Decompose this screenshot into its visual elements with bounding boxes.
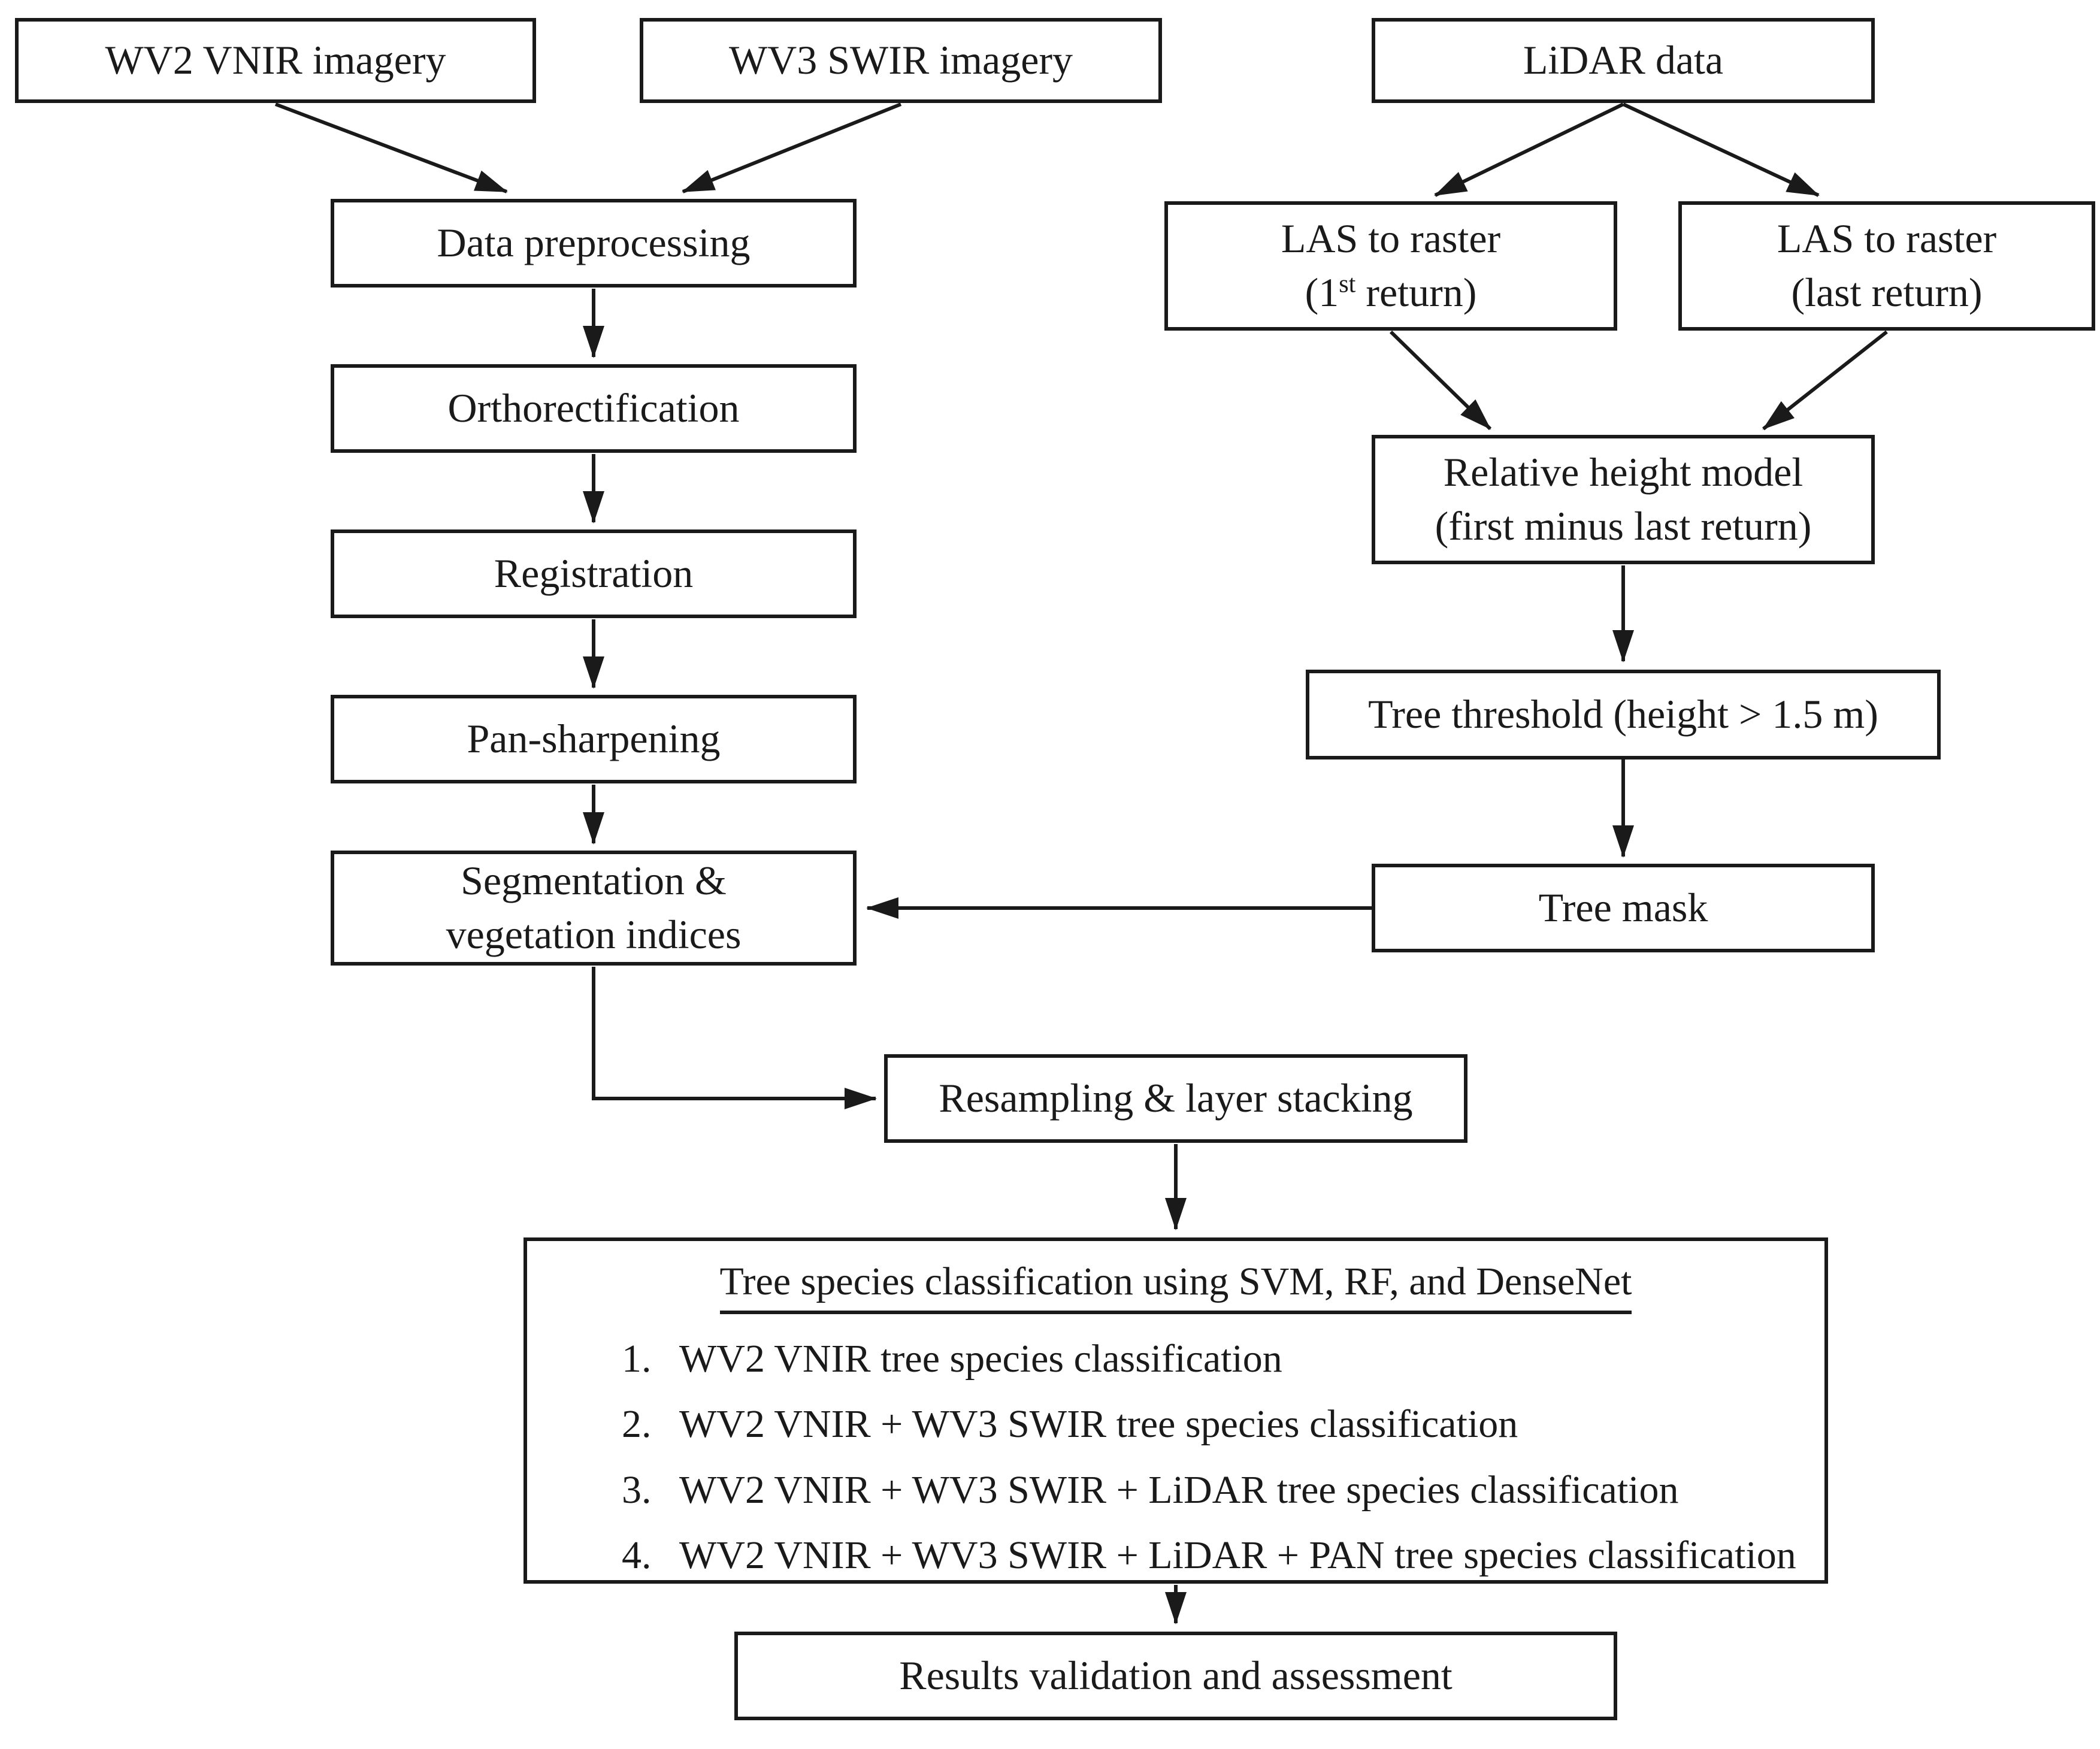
node-label: Segmentation & vegetation indices xyxy=(446,854,742,962)
node-label: Orthorectification xyxy=(447,385,740,431)
node-las-to-raster-last-return: LAS to raster (last return) xyxy=(1678,201,2095,331)
node-label: LAS to raster (last return) xyxy=(1777,212,1996,320)
arrow-las-last-to-relative-height xyxy=(1762,330,1888,431)
node-label: Results validation and assessment xyxy=(899,1653,1453,1699)
node-label: LiDAR data xyxy=(1523,37,1724,83)
node-data-preprocessing: Data preprocessing xyxy=(331,199,857,288)
node-label: Tree threshold (height > 1.5 m) xyxy=(1368,691,1878,737)
node-lidar-data: LiDAR data xyxy=(1372,18,1875,103)
item-text: WV2 VNIR + WV3 SWIR tree species classif… xyxy=(679,1402,1518,1447)
node-label-line2: (last return) xyxy=(1791,270,1983,315)
classification-item: 2. WV2 VNIR + WV3 SWIR tree species class… xyxy=(527,1403,1824,1445)
node-label-line2: (1st return) xyxy=(1305,270,1477,315)
node-label-line1: LAS to raster xyxy=(1777,216,1997,262)
arrow-lidar-to-las-first xyxy=(1434,102,1624,197)
node-resampling-layer-stacking: Resampling & layer stacking xyxy=(884,1054,1467,1143)
node-segmentation-vegetation-indices: Segmentation & vegetation indices xyxy=(331,851,857,966)
node-registration: Registration xyxy=(331,529,857,618)
node-tree-threshold: Tree threshold (height > 1.5 m) xyxy=(1306,670,1941,759)
item-text: WV2 VNIR + WV3 SWIR + LiDAR + PAN tree s… xyxy=(679,1533,1796,1577)
node-label-line2: vegetation indices xyxy=(446,912,742,957)
node-results-validation: Results validation and assessment xyxy=(734,1632,1617,1720)
classification-title-row: Tree species classification using SVM, R… xyxy=(527,1259,1824,1314)
arrow-segmentation-to-resampling xyxy=(592,967,877,1109)
classification-item: 4. WV2 VNIR + WV3 SWIR + LiDAR + PAN tree… xyxy=(527,1535,1824,1576)
item-number: 3. xyxy=(622,1467,652,1512)
node-orthorectification: Orthorectification xyxy=(331,364,857,453)
node-label: WV2 VNIR imagery xyxy=(105,37,446,83)
node-tree-species-classification: Tree species classification using SVM, R… xyxy=(524,1237,1828,1584)
item-text: WV2 VNIR tree species classification xyxy=(679,1337,1282,1381)
superscript-st: st xyxy=(1339,270,1356,298)
item-number: 2. xyxy=(622,1402,652,1447)
node-wv3-swir-imagery: WV3 SWIR imagery xyxy=(640,18,1162,103)
item-number: 1. xyxy=(622,1337,652,1381)
node-label: Registration xyxy=(494,550,694,597)
node-label: Relative height model (first minus last … xyxy=(1435,446,1812,553)
classification-item: 3. WV2 VNIR + WV3 SWIR + LiDAR tree speci… xyxy=(527,1469,1824,1511)
node-tree-mask: Tree mask xyxy=(1372,864,1875,952)
classification-title: Tree species classification using SVM, R… xyxy=(719,1259,1632,1314)
item-text: WV2 VNIR + WV3 SWIR + LiDAR tree species… xyxy=(679,1467,1679,1512)
node-label-line1: Relative height model xyxy=(1443,449,1804,495)
node-label: Data preprocessing xyxy=(437,220,751,266)
node-label-line1: Segmentation & xyxy=(461,858,727,904)
arrow-wv2-to-preprocessing xyxy=(274,102,508,193)
node-label: Tree mask xyxy=(1538,885,1708,931)
classification-item: 1. WV2 VNIR tree species classification xyxy=(527,1337,1824,1381)
arrow-wv3-to-preprocessing xyxy=(682,102,902,193)
node-pan-sharpening: Pan-sharpening xyxy=(331,695,857,783)
node-label: Resampling & layer stacking xyxy=(939,1075,1413,1121)
node-label: LAS to raster (1st return) xyxy=(1281,212,1500,320)
node-wv2-vnir-imagery: WV2 VNIR imagery xyxy=(15,18,536,103)
node-label: WV3 SWIR imagery xyxy=(728,37,1073,83)
item-number: 4. xyxy=(622,1533,652,1577)
node-label-line1: LAS to raster xyxy=(1281,216,1501,262)
node-relative-height-model: Relative height model (first minus last … xyxy=(1372,435,1875,564)
arrow-lidar-to-las-last xyxy=(1622,102,1820,197)
arrow-las-first-to-relative-height xyxy=(1389,330,1492,431)
node-label-line2: (first minus last return) xyxy=(1435,503,1812,549)
node-las-to-raster-first-return: LAS to raster (1st return) xyxy=(1164,201,1617,331)
node-label: Pan-sharpening xyxy=(467,716,721,762)
